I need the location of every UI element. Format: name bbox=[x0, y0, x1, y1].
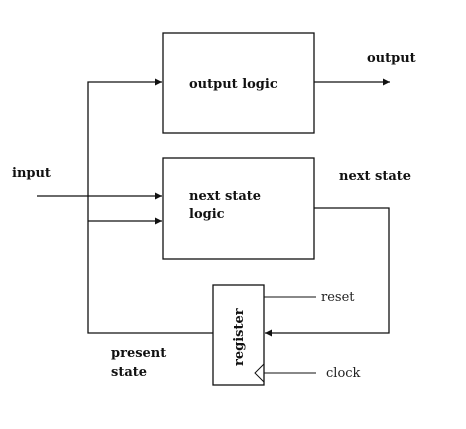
output-label: output bbox=[367, 51, 416, 66]
register-label: register bbox=[232, 308, 247, 366]
output-logic-box bbox=[162, 32, 315, 134]
reset-label: reset bbox=[321, 290, 355, 305]
next-state-wire bbox=[265, 207, 390, 337]
present-state-label-line1: present bbox=[111, 346, 166, 361]
next-state-logic-label-line1: next state bbox=[189, 189, 261, 204]
next-state-logic-label-line2: logic bbox=[189, 207, 225, 222]
next-state-logic-box bbox=[162, 157, 315, 260]
present-state-to-output-logic-wire bbox=[87, 78, 213, 334]
register-box bbox=[212, 284, 265, 386]
output-logic-label: output logic bbox=[189, 77, 278, 92]
next-state-label: next state bbox=[339, 169, 411, 184]
input-label: input bbox=[12, 166, 51, 181]
clock-label: clock bbox=[326, 366, 361, 381]
present-state-label-line2: state bbox=[111, 365, 147, 380]
clock-triangle-icon bbox=[254, 363, 265, 383]
